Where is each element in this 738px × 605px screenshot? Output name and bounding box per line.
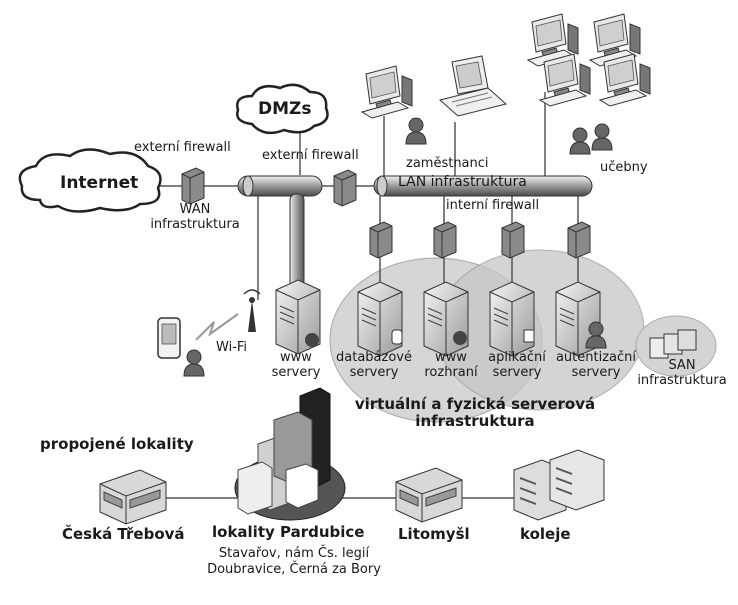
- application-servers-label: aplikační servery: [488, 350, 546, 380]
- internal-firewall-1-icon: [369, 221, 393, 259]
- pardubice-label: lokality Pardubice: [212, 523, 365, 541]
- external-firewall-right-label: externí firewall: [262, 148, 359, 163]
- internet-cloud: [18, 148, 162, 213]
- authentication-server-icon: [555, 281, 607, 357]
- san-storage-icon: [649, 329, 697, 359]
- litomysl-building-icon: [395, 467, 463, 523]
- www-servers-label: www servery: [271, 350, 321, 380]
- wan-pipe: [237, 175, 323, 197]
- dmzs-cloud-label: DMZs: [258, 99, 312, 119]
- employee-pc-icon: [361, 65, 413, 119]
- authentication-servers-label: autentizační servery: [555, 350, 637, 380]
- external-firewall-lan-icon: [333, 169, 357, 207]
- dmz-vertical-pipe: [289, 193, 305, 289]
- wifi-label: Wi-Fi: [216, 340, 248, 355]
- employees-label: zaměstnanci: [406, 156, 489, 171]
- pardubice-sites-list: Stavařov, nám Čs. legií Doubravice, Čern…: [207, 546, 381, 577]
- application-server-icon: [489, 281, 535, 357]
- ceska-trebova-label: Česká Třebová: [62, 525, 185, 543]
- internal-firewall-2-icon: [433, 221, 457, 259]
- pardubice-city-icon: [234, 387, 346, 521]
- litomysl-label: Litomyšl: [398, 525, 470, 543]
- lan-infrastructure-label: LAN infrastruktura: [398, 174, 527, 190]
- database-server-icon: [357, 281, 403, 357]
- koleje-label: koleje: [520, 525, 571, 543]
- koleje-building-icon: [513, 449, 605, 521]
- lan-pipe: [373, 175, 593, 197]
- classroom-pc-3-icon: [539, 53, 591, 107]
- dmzs-cloud: [236, 83, 329, 135]
- classrooms-label: učebny: [600, 160, 648, 175]
- virtual-physical-infrastructure-title: virtuální a fyzická serverová infrastruk…: [354, 395, 596, 430]
- laptop-icon: [438, 55, 508, 117]
- internal-firewall-label: interní firewall: [446, 198, 540, 213]
- mobile-device-icon: [157, 317, 181, 359]
- external-firewall-left-label: externí firewall: [134, 140, 231, 155]
- internal-firewall-4-icon: [567, 221, 591, 259]
- www-server-icon: [275, 279, 321, 355]
- connected-sites-title: propojené lokality: [40, 435, 194, 453]
- www-interface-label: www rozhraní: [424, 350, 478, 380]
- database-servers-label: databázové servery: [336, 350, 412, 380]
- classroom-pc-4-icon: [599, 53, 651, 107]
- internet-cloud-label: Internet: [60, 173, 139, 193]
- external-firewall-wan-icon: [181, 167, 205, 205]
- internal-firewall-3-icon: [501, 221, 525, 259]
- wan-infrastructure-label: WAN infrastruktura: [150, 202, 240, 232]
- wifi-user-icon: [183, 349, 205, 377]
- employee-person-icon: [405, 117, 427, 145]
- classroom-person-1-icon: [569, 127, 591, 155]
- ceska-trebova-building-icon: [99, 469, 167, 525]
- wireless-signal-icon: [195, 313, 239, 341]
- classroom-person-2-icon: [591, 123, 613, 151]
- san-infrastructure-label: SAN infrastruktura: [637, 358, 727, 388]
- www-interface-server-icon: [423, 281, 469, 357]
- wifi-antenna-icon: [243, 289, 261, 332]
